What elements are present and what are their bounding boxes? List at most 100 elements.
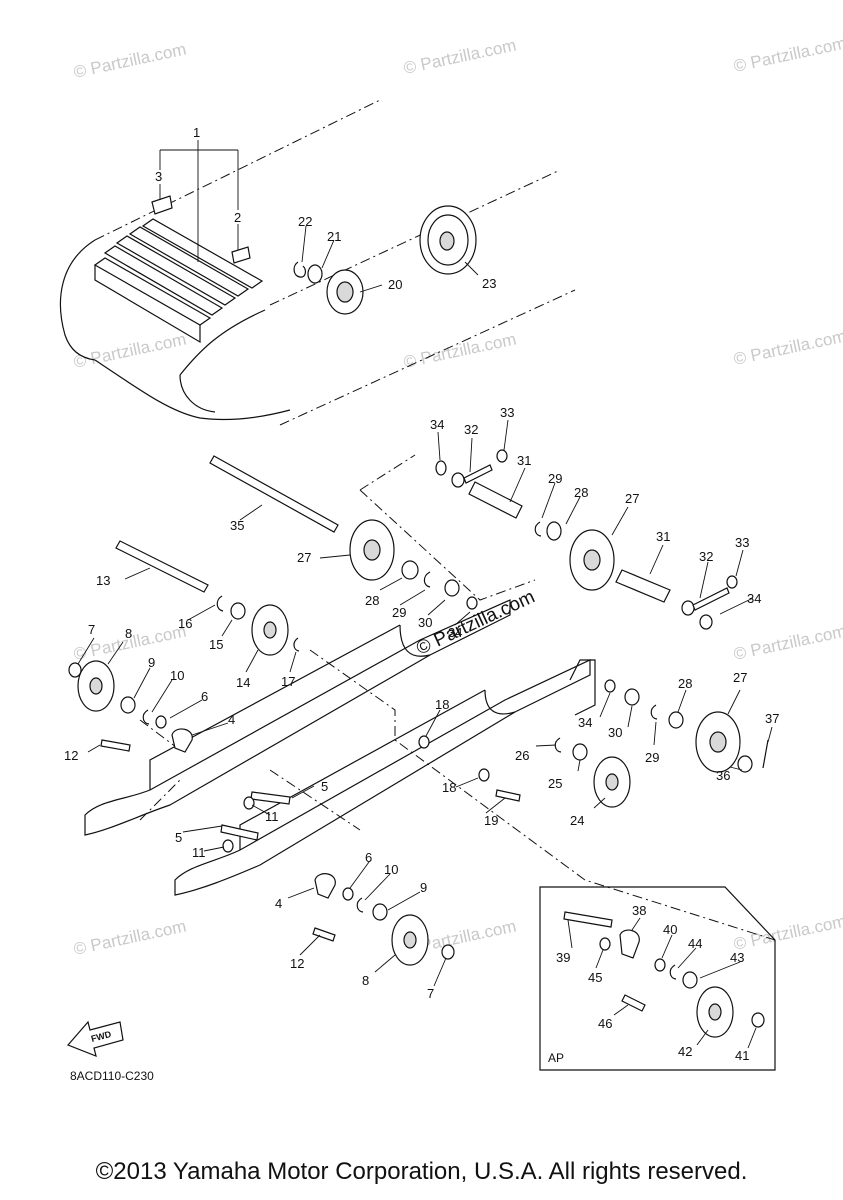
bearing-part-9: [120, 696, 136, 714]
bolt-part-32: [692, 587, 730, 611]
leader-lines: [77, 140, 773, 1049]
collar-part-31: [615, 569, 671, 603]
collar-part-18: [478, 768, 490, 782]
callout: 29: [548, 471, 562, 486]
assembly-line: [139, 719, 361, 831]
track-cleat: [103, 245, 224, 316]
callout: 46: [598, 1016, 612, 1031]
idler-wheel-part-27: [569, 529, 615, 591]
track-front-inner: [179, 309, 266, 376]
diagram-code: 8ACD110-C230: [70, 1069, 154, 1083]
callout: 40: [663, 922, 677, 937]
spacer-part-6: [342, 887, 354, 901]
callout: 7: [88, 622, 95, 637]
small-parts: [68, 449, 769, 960]
collar-part-31: [468, 481, 523, 519]
callout: 21: [327, 229, 341, 244]
nut-part-33: [726, 575, 738, 589]
idler-wheel-part-27: [349, 519, 395, 581]
bracket-part-38: [619, 929, 640, 959]
circlip-part-26: [554, 737, 562, 753]
callout: 38: [632, 903, 646, 918]
bolt-part-39: [563, 911, 613, 928]
bolt-part-12: [100, 739, 131, 752]
callout: 33: [735, 535, 749, 550]
callout: 30: [608, 725, 622, 740]
callout: 26: [515, 748, 529, 763]
callout: 14: [236, 675, 250, 690]
washer-part-34: [466, 596, 478, 610]
callout: 6: [201, 689, 208, 704]
inset-box-ap: AP: [539, 886, 776, 1071]
circlip-part-29: [534, 521, 542, 537]
bolt-part-12: [312, 927, 336, 942]
callout: 9: [148, 655, 155, 670]
callout: 35: [230, 518, 244, 533]
wheel-part-14: [251, 604, 289, 656]
nut-part-7: [68, 662, 82, 678]
callout: 29: [645, 750, 659, 765]
callout: 27: [297, 550, 311, 565]
watermark: © Partzilla.com: [732, 327, 843, 369]
nut-part-33: [496, 449, 508, 463]
watermark: © Partzilla.com: [72, 330, 188, 372]
spacer-part-6: [155, 715, 167, 729]
assembly-line: [359, 454, 536, 601]
circlip-part-29: [423, 571, 431, 588]
circlip-part-10: [142, 709, 150, 725]
bearing-part-28: [668, 711, 684, 729]
callout: 43: [730, 950, 744, 965]
guide-wheel-part-23: [419, 205, 477, 275]
callout: 39: [556, 950, 570, 965]
copyright-notice: ©2013 Yamaha Motor Corporation, U.S.A. A…: [95, 1158, 748, 1185]
slide-rail-left: [84, 599, 511, 836]
callout: 12: [290, 956, 304, 971]
assembly-line: [309, 649, 776, 1070]
callout: 32: [699, 549, 713, 564]
idler-wheel-part-27: [695, 711, 741, 773]
callout: 34: [578, 715, 592, 730]
nut-part-36: [737, 755, 753, 773]
callout: 27: [625, 491, 639, 506]
callout: 4: [228, 712, 235, 727]
callout: 18: [442, 780, 456, 795]
callout: 42: [678, 1044, 692, 1059]
bearing-part-25: [572, 743, 588, 761]
callout: 4: [275, 896, 282, 911]
callout: 32: [464, 422, 478, 437]
callout: 34: [448, 625, 462, 640]
washer-part-34: [435, 460, 447, 476]
spacer-part-40: [654, 958, 666, 972]
callout: 24: [570, 813, 584, 828]
nut-part-7: [441, 944, 455, 960]
bearing-part-15: [230, 602, 246, 620]
callout: 8: [125, 626, 132, 641]
bolt-part-5: [220, 824, 259, 841]
track-clip-part-3: [151, 195, 173, 215]
callout: 17: [281, 674, 295, 689]
callout: 37: [765, 711, 779, 726]
callout: 3: [155, 169, 162, 184]
callout: 12: [64, 748, 78, 763]
watermarks: © Partzilla.com © Partzilla.com © Partzi…: [72, 34, 843, 959]
wheel-part-20: [326, 269, 364, 315]
bolt-part-32: [463, 464, 493, 484]
circlip-part-44: [669, 964, 677, 980]
callout: 31: [517, 453, 531, 468]
track-cleat: [141, 218, 264, 289]
nut-part-11: [222, 839, 234, 853]
shaft-part-13: [115, 540, 209, 593]
track-bottom-curve: [94, 359, 291, 421]
callout: 45: [588, 970, 602, 985]
washer-part-34: [699, 614, 713, 630]
callout: 15: [209, 637, 223, 652]
watermark: © Partzilla.com: [732, 34, 843, 76]
callout: 6: [365, 850, 372, 865]
bolt-head-part-32: [681, 600, 695, 616]
bearing-part-28: [546, 521, 562, 541]
callout: 16: [178, 616, 192, 631]
wheel-part-8: [391, 914, 429, 966]
track-cleat: [93, 257, 212, 326]
callout: 30: [418, 615, 432, 630]
